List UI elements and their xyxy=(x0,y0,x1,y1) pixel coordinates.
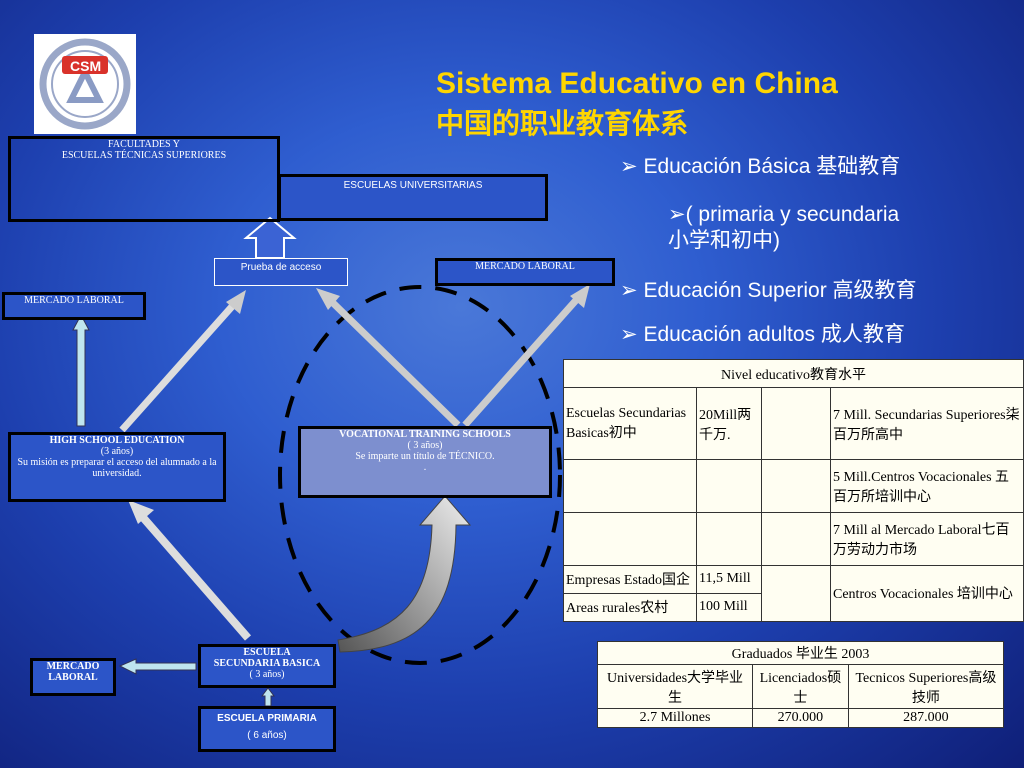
page-subtitle: 中国的职业教育体系 xyxy=(436,107,689,140)
box-prueba-acceso: Prueba de acceso xyxy=(214,258,348,286)
table-graduados: Graduados 毕业生 2003 Universidades大学毕业生 Li… xyxy=(597,640,1005,729)
table-header: Nivel educativo教育水平 xyxy=(563,358,1024,389)
page-title: Sistema Educativo en China xyxy=(436,67,838,100)
box-escuela-primaria: ESCUELA PRIMARIA ( 6 años) xyxy=(198,706,336,752)
box-escuelas-universitarias: ESCUELAS UNIVERSITARIAS xyxy=(278,174,548,221)
table-row: Universidades大学毕业生 Licenciados硕士 Tecnico… xyxy=(597,664,1005,709)
bullet-item-3: ➢ Educación Superior 高级教育 xyxy=(620,279,917,302)
box-mercado-laboral-top: MERCADO LABORAL xyxy=(435,258,615,286)
table-nivel-educativo: Nivel educativo教育水平 Escuelas Secundarias… xyxy=(563,358,1024,623)
table-row: 5 Mill.Centros Vocacionales 五百万所培训中心 xyxy=(563,459,1024,513)
bullet-item-1: ➢ Educación Básica 基础教育 xyxy=(620,155,901,178)
csm-logo: CSM xyxy=(34,34,136,134)
table-header: Graduados 毕业生 2003 xyxy=(597,640,1004,666)
logo-text: CSM xyxy=(70,58,102,74)
box-mercado-laboral-left: MERCADO LABORAL xyxy=(2,292,146,320)
bullet-item-4: ➢ Educación adultos 成人教育 xyxy=(620,323,905,346)
table-row: 7 Mill al Mercado Laboral七百万劳动力市场 xyxy=(563,511,1024,566)
box-high-school: HIGH SCHOOL EDUCATION (3 años) Su misión… xyxy=(8,432,226,502)
box-vocational: VOCATIONAL TRAINING SCHOOLS ( 3 años) Se… xyxy=(298,426,552,498)
table-row: Escuelas Secundarias Basicas初中 20Mill两千万… xyxy=(563,387,1024,461)
